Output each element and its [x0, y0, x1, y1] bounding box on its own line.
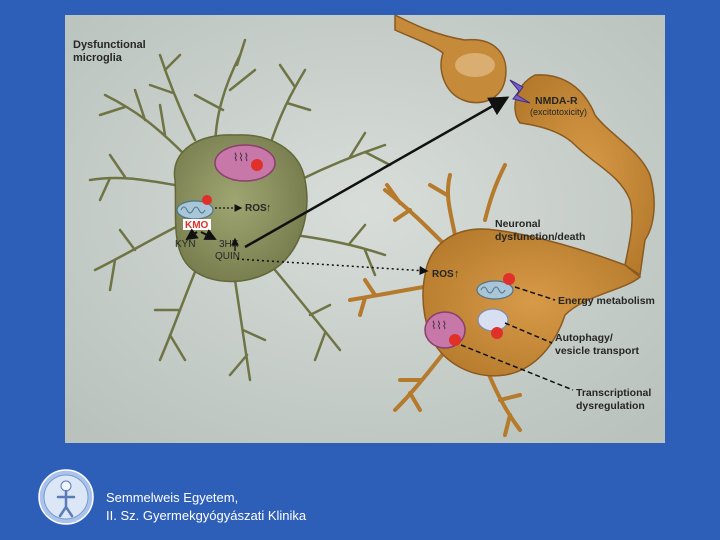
- footer-institution: Semmelweis Egyetem, II. Sz. Gyermekgyógy…: [106, 489, 306, 525]
- kmo-label: KMO: [185, 220, 209, 231]
- footer-line2: II. Sz. Gyermekgyógyászati Klinika: [106, 508, 307, 523]
- neuronal-label-line2: dysfunction/death: [495, 231, 585, 243]
- kyn-label: KYN: [175, 239, 196, 250]
- pathway-diagram: ⌇⌇⌇ KMO ROS ↑ KYN 3HK QUIN NMDA-R (excit…: [65, 15, 665, 443]
- kmo-box: [183, 219, 211, 230]
- mutant-protein-icon: [491, 327, 503, 339]
- dna-icon: ⌇⌇⌇: [431, 320, 447, 332]
- quin-label: QUIN: [215, 251, 240, 262]
- 3hk-label: 3HK: [219, 239, 239, 250]
- quin-to-nmda-arrow: [244, 96, 510, 249]
- mutant-protein-icon: [251, 159, 263, 171]
- microglia-nucleus: [214, 144, 276, 182]
- footer-line1: Semmelweis Egyetem,: [106, 490, 239, 505]
- diagram-background: [65, 15, 665, 443]
- excitotoxicity-label: (excitotoxicity): [530, 107, 587, 117]
- mutant-protein-icon: [202, 195, 212, 205]
- quin-to-ros-arrow: [236, 258, 429, 276]
- nmda-label: NMDA-R: [535, 95, 578, 107]
- autophagy-label-line2: vesicle transport: [555, 345, 640, 357]
- microglia-label-line1: Dysfunctional: [73, 39, 146, 51]
- nmda-receptor-icon: [509, 79, 531, 104]
- neuron-mitochondrion: [476, 280, 514, 300]
- microglia-label-line2: microglia: [73, 52, 123, 64]
- mutant-protein-icon: [503, 273, 515, 285]
- neuronal-label-line1: Neuronal: [495, 218, 541, 230]
- ros-neuron-label: ROS: [432, 269, 454, 280]
- microglia-processes: [88, 38, 392, 382]
- transcription-label-line2: dysregulation: [576, 400, 645, 412]
- neuron-dendrites: [348, 163, 522, 437]
- energy-metabolism-label: Energy metabolism: [558, 295, 655, 307]
- ros-microglia-label: ROS: [245, 203, 267, 214]
- semmelweis-seal-icon: [38, 469, 94, 525]
- dna-icon: ⌇⌇⌇: [233, 152, 249, 164]
- up-arrow-icon: ↑: [454, 268, 460, 280]
- vesicle-icon: [477, 308, 509, 332]
- transcription-label-line1: Transcriptional: [576, 387, 651, 399]
- neuron-dendrite: [514, 74, 655, 277]
- mutant-protein-icon: [449, 334, 461, 346]
- autophagy-label-line1: Autophagy/: [555, 332, 613, 344]
- diagram-svg: ⌇⌇⌇ KMO ROS ↑ KYN 3HK QUIN NMDA-R (excit…: [65, 15, 665, 443]
- up-arrow-icon: ↑: [266, 202, 272, 214]
